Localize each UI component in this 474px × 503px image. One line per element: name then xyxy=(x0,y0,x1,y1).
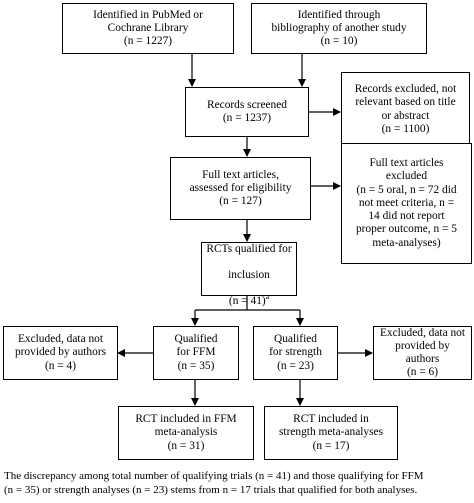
excluded-left-text: Excluded, data not provided by authors (… xyxy=(14,333,107,372)
full-text-excluded-box: Full text articles excluded (n = 5 oral,… xyxy=(341,143,472,264)
rcts-qualified-line1: RCTs qualified for xyxy=(206,242,292,255)
excluded-right-text: Excluded, data not provided by authors (… xyxy=(379,326,466,379)
rcts-qualified-count: (n = 41)a xyxy=(228,292,270,308)
qualified-ffm-text: Qualified for FFM (n = 35) xyxy=(174,333,218,372)
footnote: The discrepancy among total number of qu… xyxy=(4,469,472,497)
records-screened-text: Records screened (n = 1237) xyxy=(206,98,287,124)
identified-pubmed-box: Identified in PubMed or Cochrane Library… xyxy=(62,3,234,54)
rcts-qualified-n: (n = 41) xyxy=(228,295,266,308)
rct-strength-box: RCT included in strength meta-analyses (… xyxy=(264,406,398,460)
excluded-right-box: Excluded, data not provided by authors (… xyxy=(373,326,472,380)
full-text-box: Full text articles, assessed for eligibi… xyxy=(170,157,311,220)
records-screened-box: Records screened (n = 1237) xyxy=(185,87,309,137)
records-excluded-box: Records excluded, not relevant based on … xyxy=(341,72,470,147)
qualified-strength-box: Qualified for strength (n = 23) xyxy=(253,326,338,380)
rct-ffm-text: RCT included in FFM meta-analysis (n = 3… xyxy=(135,413,237,452)
footnote-text: The discrepancy among total number of qu… xyxy=(4,470,424,496)
qualified-ffm-box: Qualified for FFM (n = 35) xyxy=(153,326,239,380)
identified-pubmed-text: Identified in PubMed or Cochrane Library… xyxy=(93,8,203,48)
identified-bibliography-text: Identified through bibliography of anoth… xyxy=(271,8,407,48)
rcts-qualified-line2: inclusion xyxy=(228,269,270,281)
full-text-text: Full text articles, assessed for eligibi… xyxy=(189,168,292,208)
identified-bibliography-box: Identified through bibliography of anoth… xyxy=(251,3,427,54)
rct-ffm-box: RCT included in FFM meta-analysis (n = 3… xyxy=(118,406,254,460)
rcts-qualified-text: RCTs qualified for inclusion (n = 41)a xyxy=(206,229,291,308)
rct-strength-text: RCT included in strength meta-analyses (… xyxy=(278,413,384,452)
rcts-qualified-box: RCTs qualified for inclusion (n = 41)a xyxy=(201,242,297,307)
full-text-excluded-text: Full text articles excluded (n = 5 oral,… xyxy=(355,157,457,249)
qualified-strength-text: Qualified for strength (n = 23) xyxy=(269,333,322,372)
footnote-marker: a xyxy=(265,292,270,302)
excluded-left-box: Excluded, data not provided by authors (… xyxy=(3,326,118,380)
records-excluded-text: Records excluded, not relevant based on … xyxy=(354,83,457,135)
